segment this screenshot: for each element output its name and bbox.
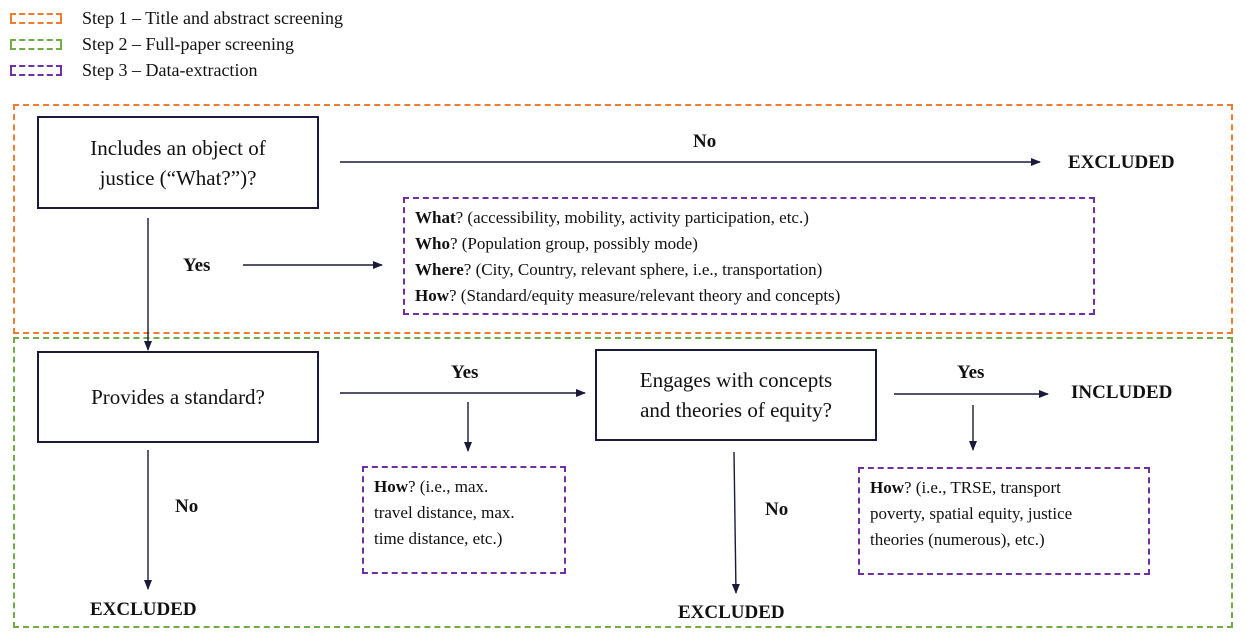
- label-yes-left: Yes: [183, 255, 211, 276]
- label-no-top: No: [693, 131, 717, 152]
- extraction-what-rest: ? (accessibility, mobility, activity par…: [455, 208, 809, 227]
- extraction-theory-line2: poverty, spatial equity, justice: [870, 504, 1073, 523]
- extraction-where-key: Where: [415, 260, 464, 279]
- decision-object-of-justice: Includes an object of justice (“What?”)?: [37, 116, 319, 209]
- extraction-where-line: Where? (City, Country, relevant sphere, …: [415, 257, 1085, 283]
- extraction-who-key: Who: [415, 234, 450, 253]
- label-yes-mid: Yes: [451, 362, 479, 383]
- step2-frame: [13, 337, 1233, 628]
- extraction-what-key: What: [415, 208, 456, 227]
- label-no-mid: No: [765, 499, 789, 520]
- extraction-how-line: How? (Standard/equity measure/relevant t…: [415, 283, 1085, 309]
- extraction-standard-line2: travel distance, max.: [374, 503, 515, 522]
- legend-swatch-step3: [10, 65, 62, 76]
- decision-object-of-justice-line2: justice (“What?”)?: [99, 165, 257, 190]
- label-no-left: No: [175, 496, 199, 517]
- decision-provides-standard-text: Provides a standard?: [91, 385, 265, 409]
- legend-label-step3: Step 3 – Data-extraction: [82, 60, 258, 80]
- extraction-standard-line1: How? (i.e., max.: [374, 474, 556, 500]
- legend-swatch-step2: [10, 39, 62, 50]
- decision-engages-theories: Engages with concepts and theories of eq…: [595, 349, 877, 441]
- extraction-who-line: Who? (Population group, possibly mode): [415, 231, 1085, 257]
- extraction-theory-line3: theories (numerous), etc.): [870, 530, 1045, 549]
- decision-object-of-justice-line1: Includes an object of: [90, 135, 266, 160]
- label-excluded-top: EXCLUDED: [1068, 152, 1175, 173]
- extraction-theory-line1: How? (i.e., TRSE, transport: [870, 475, 1140, 501]
- decision-provides-standard: Provides a standard?: [37, 351, 319, 443]
- extraction-theory-line1-rest: ? (i.e., TRSE, transport: [904, 478, 1061, 497]
- extraction-standard-note: How? (i.e., max. travel distance, max. t…: [362, 466, 566, 574]
- extraction-theory-key: How: [870, 478, 904, 497]
- extraction-who-rest: ? (Population group, possibly mode): [449, 234, 698, 253]
- extraction-theory-note: How? (i.e., TRSE, transport poverty, spa…: [858, 467, 1150, 575]
- label-yes-right: Yes: [957, 362, 985, 383]
- arrow-q3-no: [731, 451, 740, 594]
- decision-engages-theories-line1: Engages with concepts: [639, 368, 833, 392]
- extraction-what-line: What? (accessibility, mobility, activity…: [415, 205, 1085, 231]
- legend-swatch-step1: [10, 13, 62, 24]
- extraction-standard-key: How: [374, 477, 408, 496]
- extraction-how-key: How: [415, 286, 449, 305]
- extraction-where-rest: ? (City, Country, relevant sphere, i.e.,…: [463, 260, 823, 279]
- extraction-standard-line3: time distance, etc.): [374, 529, 503, 548]
- extraction-standard-line1-rest: ? (i.e., max.: [408, 477, 489, 496]
- label-excluded-mid: EXCLUDED: [678, 602, 785, 623]
- step1-frame: [13, 104, 1233, 334]
- label-included: INCLUDED: [1071, 382, 1173, 403]
- legend-label-step2: Step 2 – Full-paper screening: [82, 34, 294, 54]
- label-excluded-left: EXCLUDED: [90, 599, 197, 620]
- extraction-main-note: What? (accessibility, mobility, activity…: [403, 197, 1095, 315]
- legend-label-step1: Step 1 – Title and abstract screening: [82, 8, 343, 28]
- decision-engages-theories-line2: and theories of equity?: [640, 398, 832, 422]
- extraction-how-rest: ? (Standard/equity measure/relevant theo…: [449, 286, 841, 305]
